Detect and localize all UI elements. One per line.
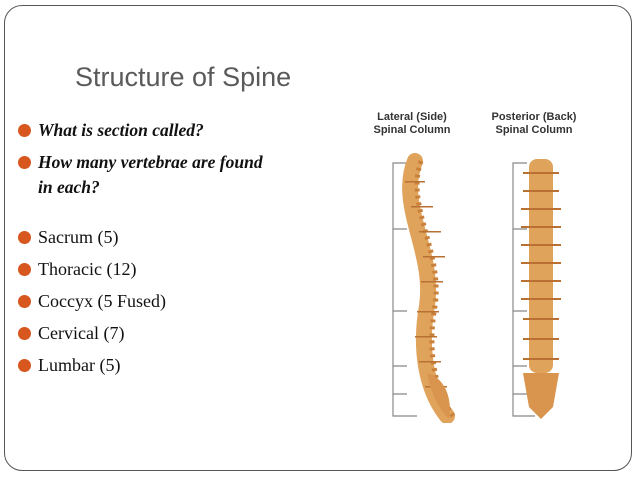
list-item-coccyx: Coccyx (5 Fused) (18, 285, 340, 317)
list-item-label: Thoracic (12) (38, 259, 137, 279)
list-item-sacrum: Sacrum (5) (18, 221, 340, 253)
slide-frame: Structure of Spine What is section calle… (4, 5, 632, 471)
posterior-label-line1: Posterior (Back) (491, 111, 577, 123)
lateral-label-line1: Lateral (Side) (377, 111, 447, 123)
list-item-thoracic: Thoracic (12) (18, 253, 340, 285)
posterior-vertebra-lines (521, 172, 561, 360)
bullet-list: What is section called? How many vertebr… (18, 114, 340, 381)
question-text: What is section called? (38, 120, 204, 140)
spine-diagram: Lateral (Side) Spinal Column Posterior (… (357, 111, 607, 423)
list-item-lumbar: Lumbar (5) (18, 349, 340, 381)
list-item-label: Cervical (7) (38, 323, 125, 343)
list-item-label: Sacrum (5) (38, 227, 119, 247)
lateral-sacrum (427, 373, 450, 419)
question-continuation: in each? (38, 177, 100, 197)
list-item-cervical: Cervical (7) (18, 317, 340, 349)
bullet-dot (18, 359, 31, 372)
bullet-dot (18, 327, 31, 340)
posterior-sacrum (523, 373, 559, 419)
lateral-brackets (392, 162, 417, 417)
posterior-label-line2: Spinal Column (495, 124, 573, 136)
list-item-label: Coccyx (5 Fused) (38, 291, 166, 311)
slide-title: Structure of Spine (75, 62, 292, 92)
lateral-label: Lateral (Side) Spinal Column (357, 111, 467, 137)
question-section-called: What is section called? (18, 114, 340, 146)
bullet-dot (18, 295, 31, 308)
lateral-label-line2: Spinal Column (373, 124, 451, 136)
bullet-dot (18, 263, 31, 276)
lateral-spine-processes (414, 160, 456, 418)
posterior-label: Posterior (Back) Spinal Column (479, 111, 589, 137)
bullet-dot (18, 124, 31, 137)
bullet-dot (18, 231, 31, 244)
posterior-brackets (512, 162, 535, 417)
question-text: How many vertebrae are found (38, 152, 263, 172)
spine-illustration (392, 153, 561, 423)
list-item-label: Lumbar (5) (38, 355, 121, 375)
question-vertebrae-count: How many vertebrae are found in each? (18, 146, 340, 200)
bullet-dot (18, 156, 31, 169)
